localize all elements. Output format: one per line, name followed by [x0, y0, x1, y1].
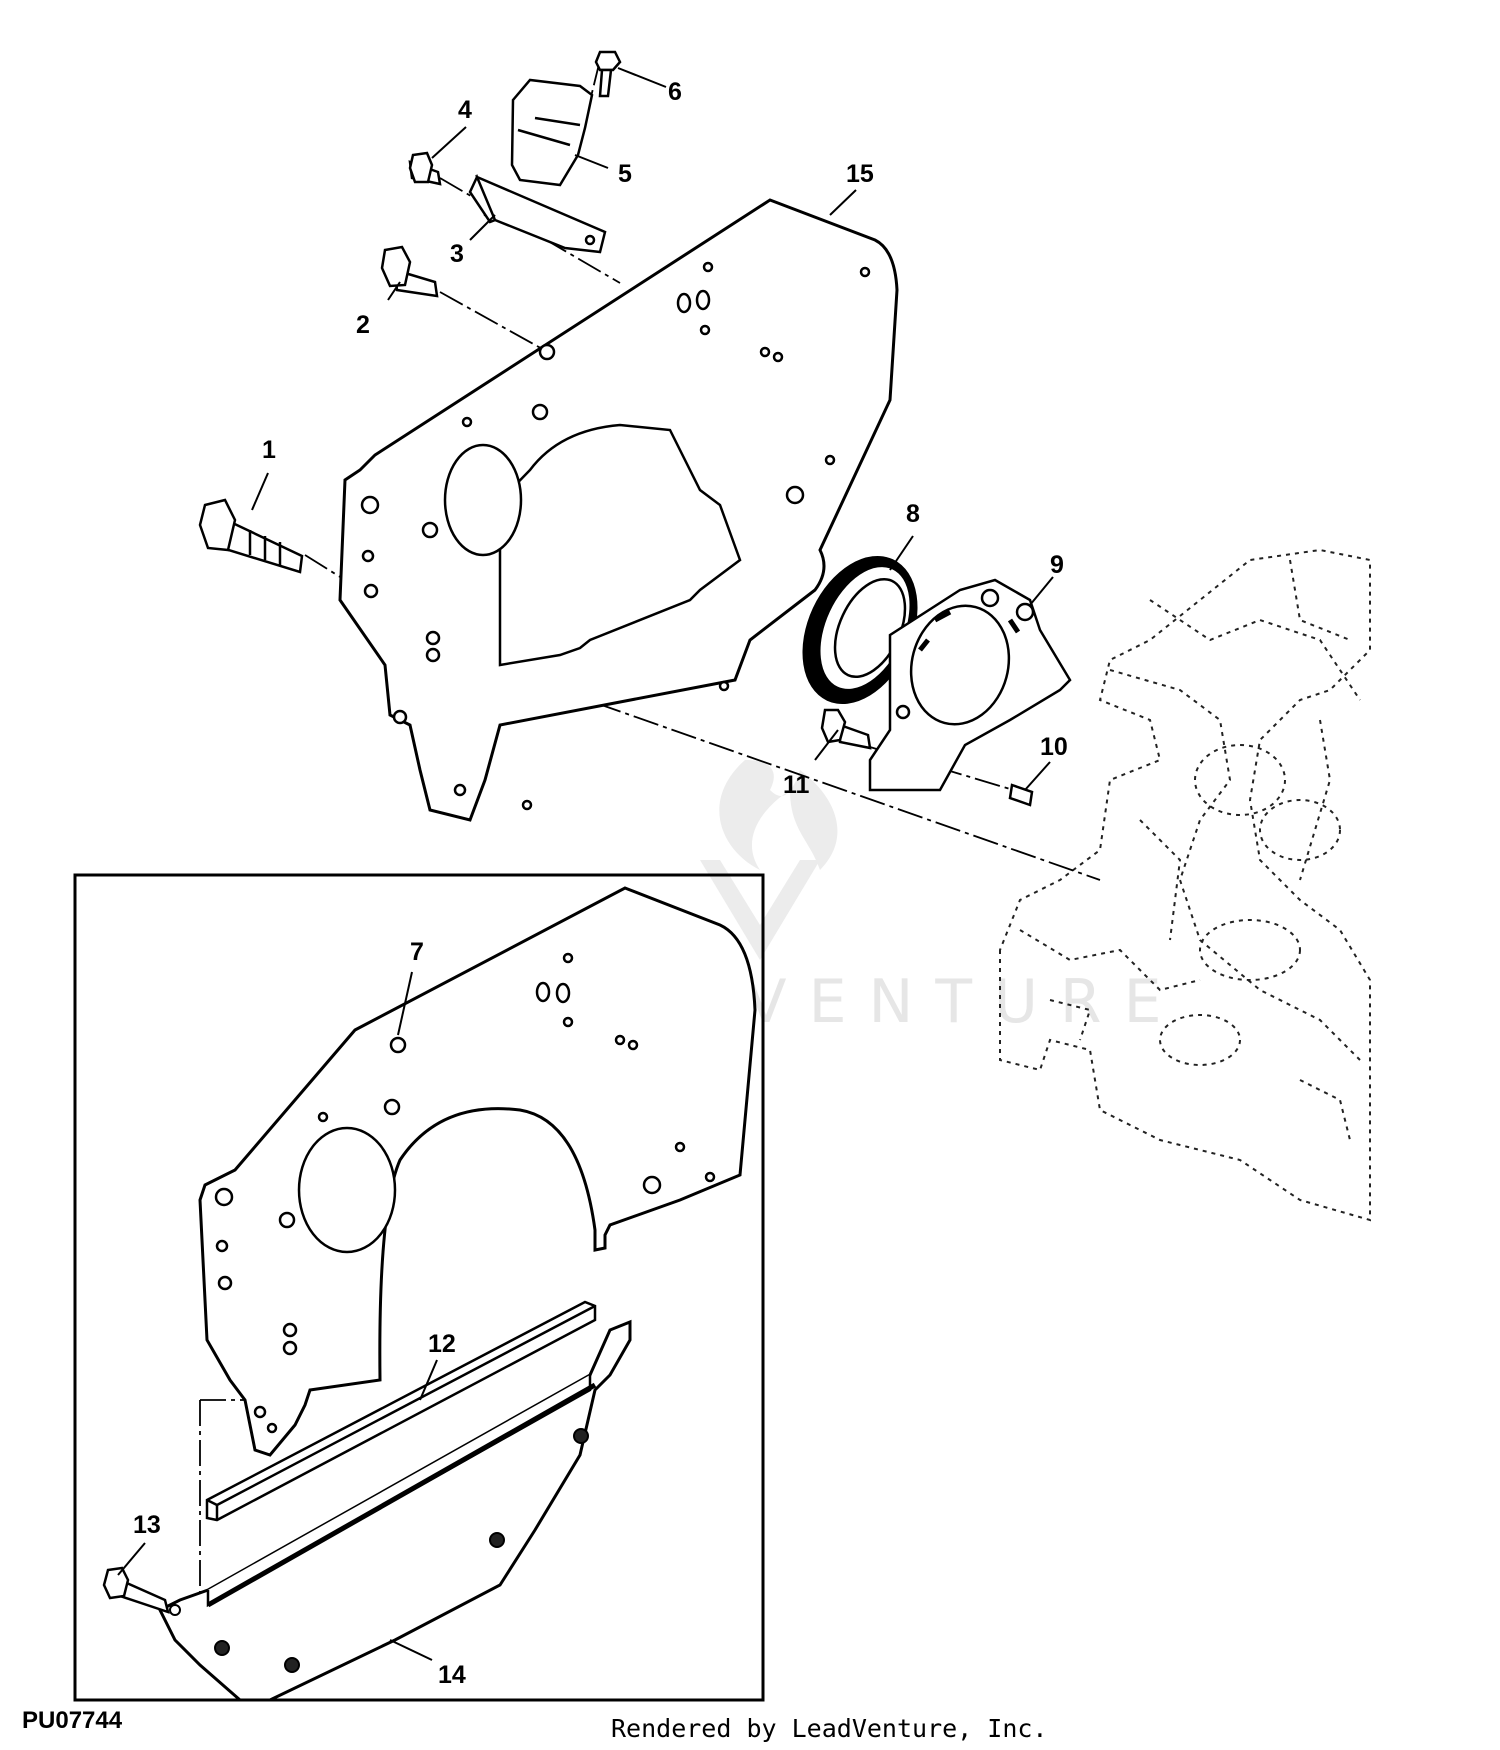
callout-5: 5 — [618, 160, 632, 188]
alignment-line-main — [444, 649, 1101, 881]
part-9-seal-housing — [868, 578, 1072, 792]
leader-15 — [829, 189, 857, 216]
callout-3: 3 — [450, 240, 464, 268]
callout-13: 13 — [133, 1511, 161, 1539]
leader-14 — [389, 1639, 433, 1661]
leader-1 — [251, 472, 269, 511]
leader-3 — [469, 214, 496, 241]
leader-8 — [889, 535, 914, 571]
part-14-plate — [157, 1319, 632, 1702]
callout-2: 2 — [356, 311, 370, 339]
callout-10: 10 — [1040, 733, 1068, 761]
leader-5 — [574, 154, 609, 169]
callout-11: 11 — [783, 771, 810, 799]
part-15-engine-plate — [338, 198, 899, 822]
part-5-sensor — [510, 78, 594, 187]
callout-15: 15 — [846, 160, 874, 188]
leader-lines — [117, 67, 1054, 1661]
part-7-engine-plate — [198, 886, 757, 1457]
leader-4 — [431, 126, 467, 159]
inset-box — [73, 873, 765, 1702]
callout-12: 12 — [428, 1330, 456, 1358]
callout-labels: 1 2 3 4 5 6 7 8 9 10 11 12 13 14 15 — [133, 78, 1068, 1689]
callout-9: 9 — [1050, 551, 1064, 579]
part-11-bolt — [820, 708, 872, 750]
callout-6: 6 — [668, 78, 682, 106]
part-7-holes — [214, 952, 716, 1434]
leader-13 — [117, 1542, 146, 1576]
engine-block-outline — [999, 548, 1371, 1222]
callout-8: 8 — [906, 500, 920, 528]
leader-7 — [397, 971, 413, 1036]
leader-9 — [1029, 576, 1054, 606]
footer-credit: Rendered by LeadVenture, Inc. — [611, 1714, 1048, 1743]
part-13-bolt — [102, 1566, 170, 1614]
callout-7: 7 — [410, 938, 424, 966]
part-15-holes — [360, 261, 871, 811]
part-10-pin — [1008, 783, 1034, 807]
part-14-holes — [169, 1428, 589, 1673]
leader-12 — [419, 1359, 438, 1401]
leader-6 — [617, 67, 667, 88]
leader-10 — [1024, 761, 1051, 791]
part-4-bolt — [408, 151, 442, 186]
alignment-line-1 — [304, 554, 346, 581]
callout-4: 4 — [458, 96, 472, 124]
part-6-bolt — [594, 50, 622, 98]
part-1-bolt — [198, 498, 304, 574]
callout-1: 1 — [262, 436, 276, 464]
leader-11 — [814, 729, 839, 761]
reference-code: PU07744 — [22, 1707, 123, 1734]
part-2-bolt — [380, 245, 439, 298]
leader-2 — [387, 281, 401, 301]
watermark-chevron-icon — [700, 860, 820, 960]
part-3-bracket — [468, 173, 607, 254]
callout-14: 14 — [438, 1661, 466, 1689]
part-12-strip — [205, 1300, 597, 1522]
watermark-flame-icon — [719, 760, 838, 870]
